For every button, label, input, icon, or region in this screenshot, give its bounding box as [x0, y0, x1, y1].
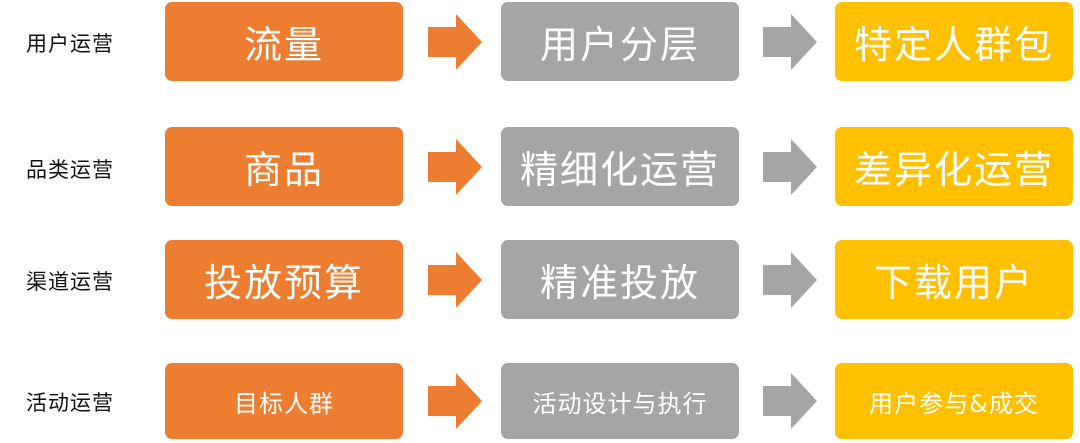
row-label: 品类运营 [26, 158, 114, 182]
arrow-right-icon [428, 139, 482, 195]
outcome-box: 差异化运营 [835, 127, 1073, 206]
arrow-right-icon [428, 373, 482, 429]
row-label: 渠道运营 [26, 270, 114, 294]
process-box: 精细化运营 [501, 127, 739, 206]
row-label: 活动运营 [26, 391, 114, 415]
source-box: 商品 [165, 127, 403, 206]
outcome-box: 特定人群包 [835, 2, 1073, 81]
process-box: 精准投放 [501, 240, 739, 319]
arrow-right-icon [428, 252, 482, 308]
arrow-right-icon [763, 252, 817, 308]
row-label: 用户运营 [26, 32, 114, 56]
source-box: 投放预算 [165, 240, 403, 319]
source-box: 流量 [165, 2, 403, 81]
process-box: 活动设计与执行 [501, 363, 739, 439]
outcome-box: 用户参与&成交 [835, 363, 1073, 439]
arrow-right-icon [763, 14, 817, 70]
arrow-right-icon [763, 139, 817, 195]
arrow-right-icon [428, 14, 482, 70]
process-box: 用户分层 [501, 2, 739, 81]
source-box: 目标人群 [165, 363, 403, 439]
arrow-right-icon [763, 373, 817, 429]
outcome-box: 下载用户 [835, 240, 1073, 319]
